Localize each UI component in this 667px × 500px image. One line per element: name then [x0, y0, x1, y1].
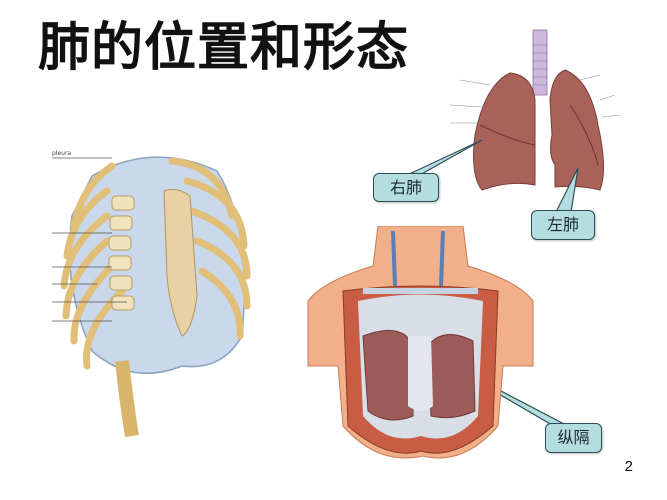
right-lung-callout: 右肺: [373, 173, 439, 202]
thorax-skeleton-figure: pleura: [52, 136, 257, 442]
ribcage-illustration: [52, 156, 251, 438]
lungs-anterior-figure: [440, 25, 633, 210]
pleura-label: pleura: [52, 150, 72, 157]
lungs-illustration: [449, 29, 621, 191]
left-lung-callout: 左肺: [531, 210, 595, 240]
right-lung-label: 右肺: [389, 178, 422, 197]
mediastinum-callout: 纵隔: [545, 423, 602, 453]
left-lung-label: 左肺: [546, 215, 579, 234]
thorax-dissection-figure: [303, 226, 538, 466]
dissection-illustration: [307, 226, 534, 459]
page-number: 2: [624, 458, 633, 475]
slide-title: 肺的位置和形态: [38, 17, 410, 78]
mediastinum-label: 纵隔: [557, 428, 590, 447]
